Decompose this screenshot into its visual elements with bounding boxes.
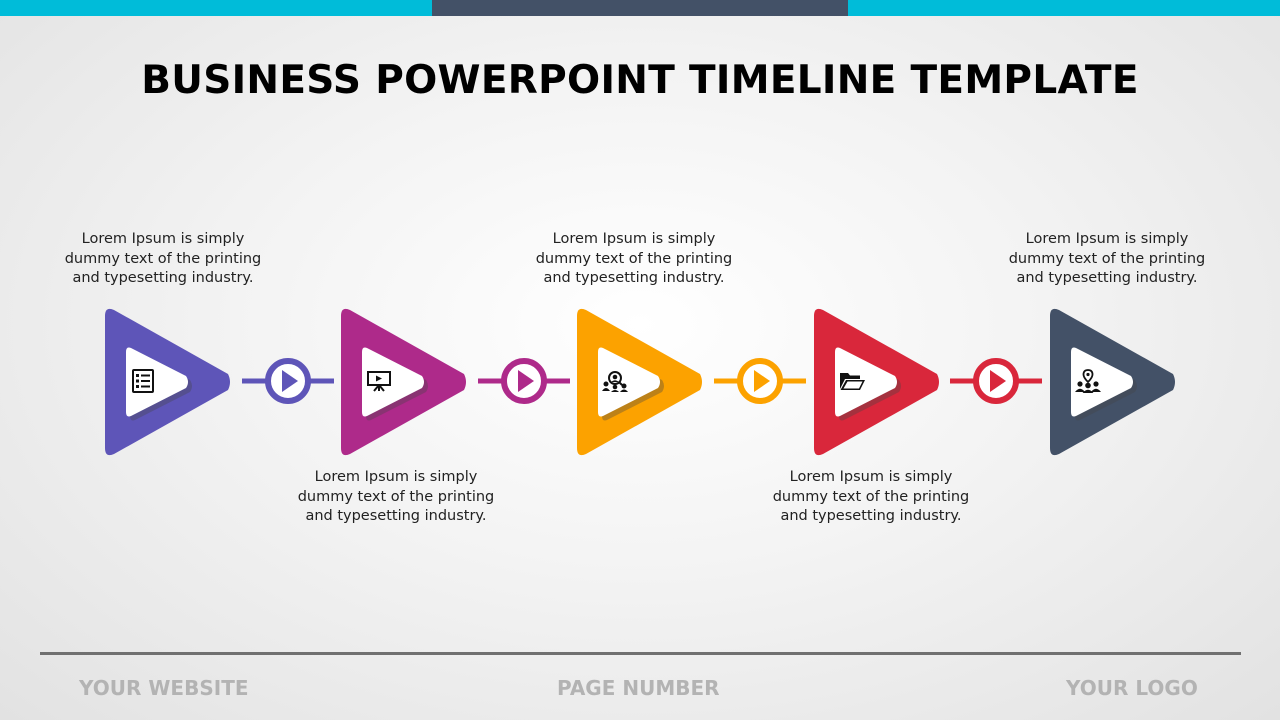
play-icon (754, 370, 770, 392)
step-4-triangle (814, 308, 939, 456)
open-folder-icon (837, 366, 867, 396)
play-icon (518, 370, 534, 392)
step-5-triangle (1050, 308, 1175, 456)
play-icon (282, 370, 298, 392)
step-5-description: Lorem Ipsum is simply dummy text of the … (1008, 231, 1206, 286)
slide-title: BUSINESS POWERPOINT TIMELINE TEMPLATE (141, 58, 1139, 103)
connector-1 (242, 358, 334, 404)
step-1-triangle (105, 308, 230, 456)
step-3-triangle (577, 308, 702, 456)
step-2-triangle (341, 308, 466, 456)
timeline-step-4 (813, 308, 943, 458)
play-icon (990, 370, 1006, 392)
step-2-description: Lorem Ipsum is simply dummy text of the … (297, 469, 495, 524)
presentation-board-icon (364, 366, 394, 396)
footer-logo: YOUR LOGO (1066, 676, 1198, 700)
timeline-step-5 (1049, 308, 1179, 458)
connector-4 (950, 358, 1042, 404)
timeline-step-1 (104, 308, 234, 458)
top-bar-left (0, 0, 432, 16)
footer-website[interactable]: YOUR WEBSITE (79, 676, 249, 700)
footer-divider (40, 652, 1241, 655)
connector-2 (478, 358, 570, 404)
timeline-step-2 (340, 308, 470, 458)
connector-3 (714, 358, 806, 404)
step-4-description: Lorem Ipsum is simply dummy text of the … (772, 469, 970, 524)
top-bar-middle (432, 0, 848, 16)
footer-page-number: PAGE NUMBER (557, 676, 720, 700)
team-location-icon (1073, 366, 1103, 396)
timeline-step-3 (576, 308, 706, 458)
step-3-description: Lorem Ipsum is simply dummy text of the … (535, 231, 733, 286)
step-1-description: Lorem Ipsum is simply dummy text of the … (64, 231, 262, 286)
checklist-icon (128, 366, 158, 396)
team-search-icon (600, 366, 630, 396)
top-bar-right (848, 0, 1280, 16)
